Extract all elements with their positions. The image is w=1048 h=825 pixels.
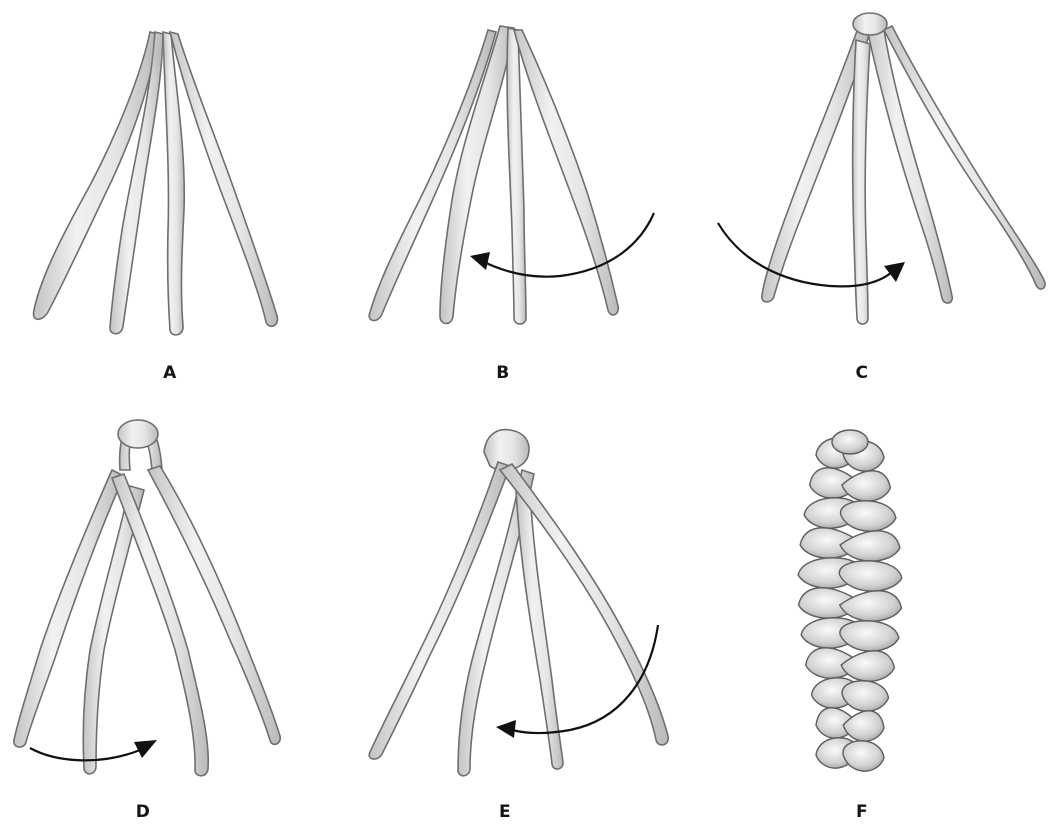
label-e: E — [485, 802, 525, 822]
braid-segment-right — [842, 681, 888, 711]
strand-shadow-a — [144, 33, 172, 77]
strand-a4 — [170, 32, 278, 326]
panel-b — [369, 26, 654, 324]
label-d: D — [123, 802, 163, 822]
braid-segment-right — [841, 501, 896, 531]
panel-c — [718, 13, 1045, 324]
braid-segment-right — [839, 561, 902, 591]
strand-b3 — [507, 28, 526, 324]
strand-a3 — [163, 32, 184, 335]
arrowhead-c — [884, 262, 905, 282]
label-a: A — [150, 363, 190, 383]
braid-segment-right — [843, 741, 884, 771]
arrowhead-d — [134, 740, 157, 758]
label-f: F — [842, 802, 882, 822]
braid-top-cap — [832, 430, 868, 454]
panel-a — [33, 32, 277, 335]
panel-f — [798, 430, 902, 771]
strand-d-loop-top — [118, 420, 158, 448]
strand-b4 — [514, 30, 618, 315]
label-b: B — [483, 363, 523, 383]
strand-c-loop — [853, 13, 887, 35]
label-c: C — [842, 363, 882, 383]
braid-segment-right — [840, 621, 899, 651]
strand-c2 — [853, 40, 870, 324]
arrow-b — [484, 213, 654, 277]
panel-d — [14, 420, 280, 776]
panel-e — [369, 430, 668, 776]
arrowhead-e — [496, 720, 516, 738]
arrowhead-b — [470, 252, 490, 270]
